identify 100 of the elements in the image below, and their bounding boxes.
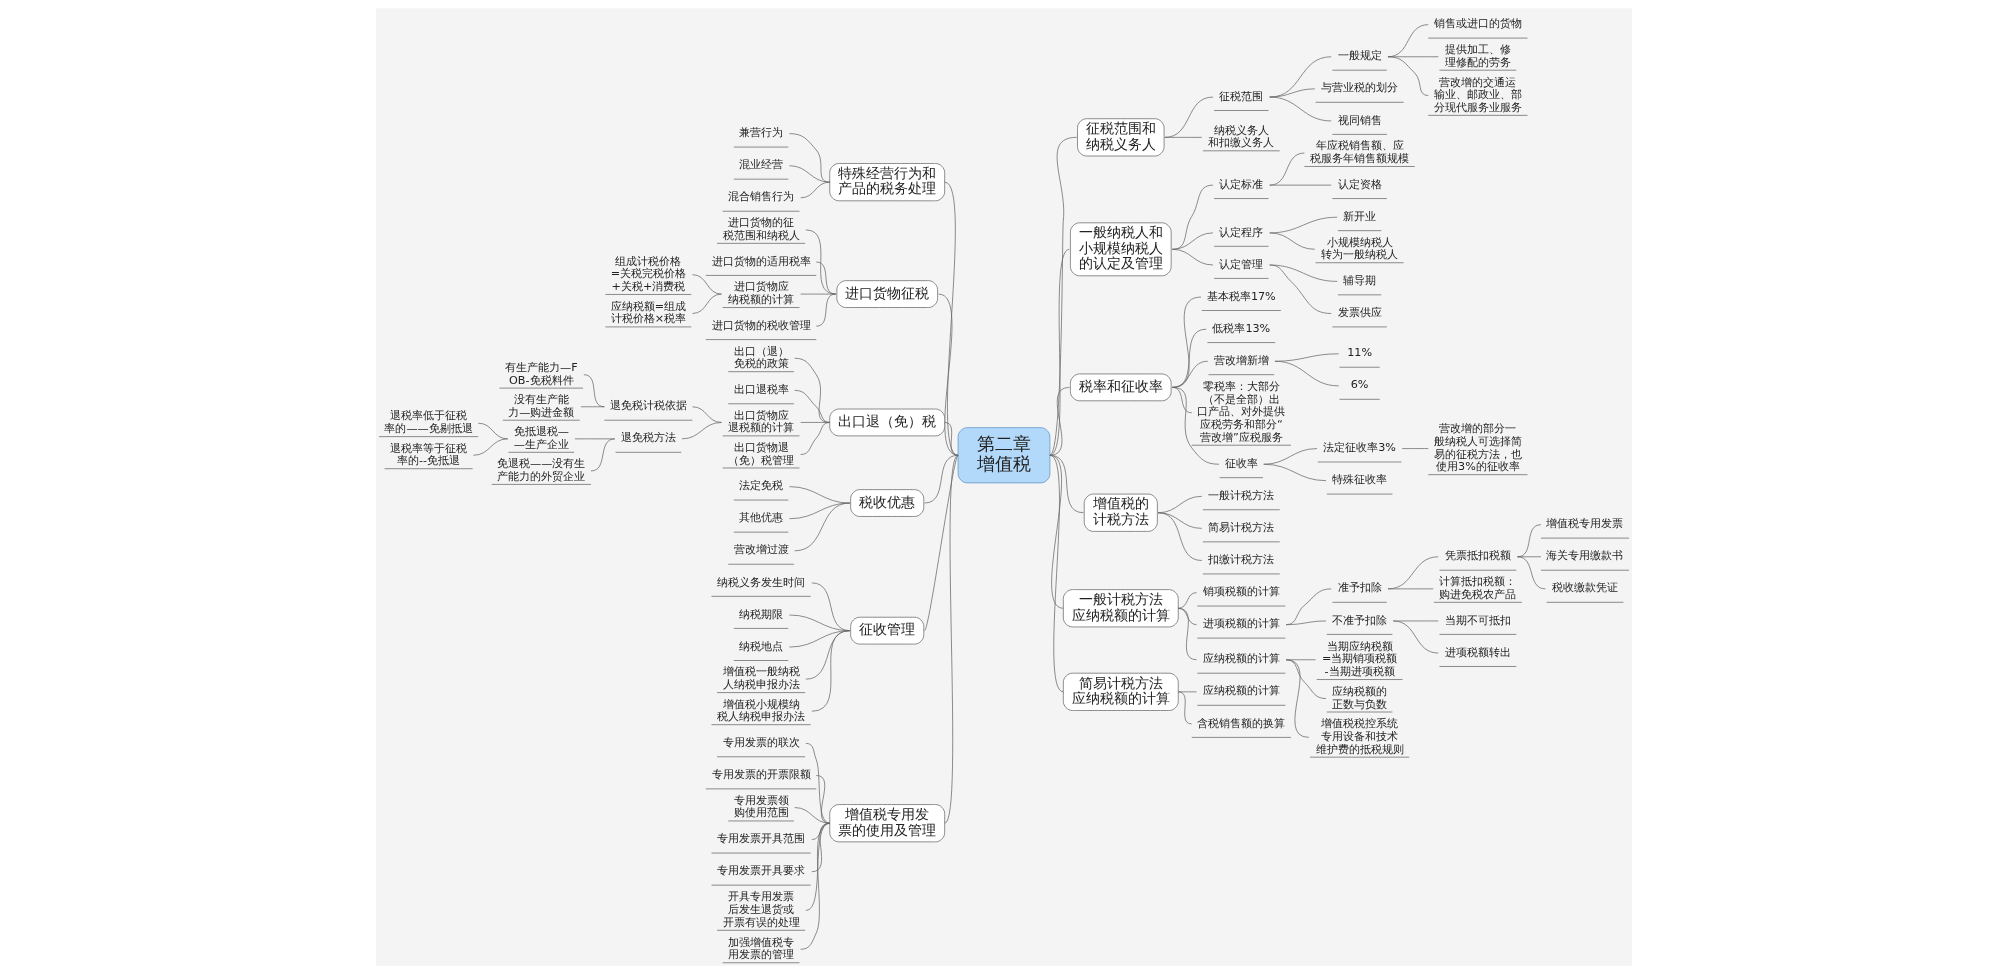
node-text: 一般计税方法 bbox=[1208, 488, 1275, 502]
node-text: 零税率：大部分（不是全部）出口产品、对外提供应税劳务和部分“营改增”应税服务 bbox=[1197, 379, 1286, 444]
node-text: 出口退税率 bbox=[733, 382, 789, 396]
node-text: 应纳税额的正数与负数 bbox=[1332, 684, 1388, 711]
connector bbox=[800, 422, 831, 455]
connector bbox=[1269, 232, 1316, 250]
node-text: 认定程序 bbox=[1219, 225, 1264, 239]
node-text: 基本税率17% bbox=[1206, 289, 1276, 303]
connector bbox=[794, 390, 831, 423]
node-text: 认定标准 bbox=[1219, 177, 1264, 191]
node-text: 当期应纳税额=当期销项税额-当期进项税额 bbox=[1321, 639, 1398, 679]
node-text: 专用发票的联次 bbox=[722, 735, 800, 749]
node-text: 纳税期限 bbox=[739, 607, 784, 621]
node-text: 小规模纳税人转为一般纳税人 bbox=[1321, 235, 1399, 262]
node-text: 与营业税的划分 bbox=[1321, 81, 1399, 95]
node-text: 一般规定 bbox=[1337, 49, 1382, 63]
connector bbox=[1049, 387, 1070, 456]
connector bbox=[1392, 620, 1439, 654]
connector bbox=[1285, 620, 1327, 626]
connector bbox=[1177, 607, 1197, 661]
node-text: 销项税额的计算 bbox=[1202, 585, 1280, 599]
connector bbox=[924, 454, 959, 504]
node-text: 开具专用发票后发生退货或开票有误的处理 bbox=[722, 890, 800, 929]
connector bbox=[924, 454, 959, 632]
node-box: 增值税的计税方法 bbox=[1083, 493, 1158, 532]
node-text: 专用发票的开票限额 bbox=[711, 768, 811, 782]
node-text: 纳税义务发生时间 bbox=[717, 575, 806, 589]
node-text: 增值税税控系统专用设备和技术维护费的抵税规则 bbox=[1315, 717, 1404, 756]
connector bbox=[1049, 248, 1070, 456]
node-text: 辅导期 bbox=[1343, 274, 1377, 288]
connector bbox=[794, 807, 831, 824]
node-text: 退税率低于征税率的——免剔抵退 bbox=[384, 409, 473, 436]
node-box: 特殊经营行为和产品的税务处理 bbox=[829, 163, 946, 202]
node-text: 加强增值税专用发票的管理 bbox=[728, 935, 795, 962]
node-box: 第二章 增值税 bbox=[957, 427, 1051, 484]
connector bbox=[1171, 232, 1214, 250]
connector bbox=[1171, 328, 1207, 388]
connector bbox=[1157, 512, 1203, 561]
connector bbox=[944, 422, 959, 456]
node-text: 低税率13% bbox=[1212, 321, 1271, 335]
connector bbox=[1049, 454, 1064, 693]
connector bbox=[1269, 264, 1332, 314]
node-box: 征税范围和纳税义务人 bbox=[1077, 118, 1165, 157]
connector bbox=[789, 502, 851, 520]
node-text: 混业经营 bbox=[739, 158, 784, 172]
node-text: 有生产能力—FOB-免税料件 bbox=[504, 360, 578, 387]
connector bbox=[811, 630, 851, 712]
connector bbox=[805, 742, 831, 824]
node-text: 法定免税 bbox=[739, 479, 784, 493]
connector bbox=[805, 630, 851, 680]
node-text: 营改增的交通运输业、邮政业、部分现代服务业服务 bbox=[1433, 75, 1522, 114]
node-text: 进口货物的税收管理 bbox=[711, 318, 811, 332]
node-text: 征收率 bbox=[1224, 456, 1258, 470]
connector bbox=[938, 293, 959, 456]
node-text: 专用发票开具范围 bbox=[717, 832, 806, 846]
connector bbox=[1401, 448, 1429, 449]
node-text: 混合销售行为 bbox=[728, 190, 795, 204]
node-text: 法定征收率3% bbox=[1323, 441, 1396, 455]
node-text: 销售或进口的货物 bbox=[1433, 17, 1522, 31]
node-text: 应纳税额的计算 bbox=[1202, 652, 1280, 666]
node-text: 免抵退税——生产企业 bbox=[513, 425, 569, 451]
connector bbox=[789, 486, 851, 504]
connector bbox=[1171, 248, 1214, 266]
connector bbox=[1269, 96, 1332, 122]
node-text: 认定管理 bbox=[1219, 257, 1264, 271]
connector bbox=[1285, 659, 1327, 699]
node-text: 扣缴计税方法 bbox=[1208, 553, 1275, 567]
node-text: 出口（退）免税的政策 bbox=[733, 344, 789, 371]
connector bbox=[1049, 454, 1064, 609]
node-text: 不准予扣除 bbox=[1332, 613, 1388, 627]
node-text: 11% bbox=[1347, 346, 1373, 360]
node-text: 含税销售额的换算 bbox=[1197, 716, 1286, 730]
node-text: 增值税专用发票 bbox=[1546, 517, 1624, 531]
node-text: 新开业 bbox=[1343, 209, 1377, 223]
node-text: 出口货物应退税额的计算 bbox=[728, 408, 795, 435]
connector bbox=[1269, 184, 1332, 186]
node-text: 税收缴款凭证 bbox=[1551, 581, 1618, 595]
node-text: 海关专用缴款书 bbox=[1546, 549, 1624, 563]
connector bbox=[1177, 691, 1193, 725]
connector bbox=[1387, 588, 1434, 590]
node-text: 视同销售 bbox=[1337, 113, 1382, 127]
node-text: 6% bbox=[1350, 378, 1369, 392]
connector bbox=[1171, 387, 1220, 465]
connector bbox=[789, 133, 831, 183]
node-box: 进口货物征税 bbox=[836, 280, 938, 308]
node-text: 专用发票领购使用范围 bbox=[733, 793, 789, 820]
connector bbox=[1263, 463, 1327, 482]
node-text: 营改增的部分一般纳税人可选择简易的征税方法，也使用3%的征收率 bbox=[1433, 422, 1522, 474]
node-text: 计算抵扣税额：购进免税农产品 bbox=[1439, 575, 1517, 601]
connector bbox=[1177, 592, 1197, 609]
node-text: 退免税方法 bbox=[620, 431, 676, 445]
connector bbox=[1285, 588, 1332, 626]
node-text: 认定资格 bbox=[1337, 177, 1382, 191]
node-text: 应纳税额=组成计税价格×税率 bbox=[610, 299, 687, 326]
node-text: 出口货物退（免）税管理 bbox=[728, 440, 795, 467]
node-text: 进项税额的计算 bbox=[1202, 617, 1280, 631]
connector bbox=[1269, 56, 1332, 98]
node-text: 准予扣除 bbox=[1337, 581, 1382, 595]
node-text: 退税率等于征税率的--免抵退 bbox=[390, 441, 468, 468]
node-text: 纳税义务人和扣缴义务人 bbox=[1208, 123, 1275, 150]
